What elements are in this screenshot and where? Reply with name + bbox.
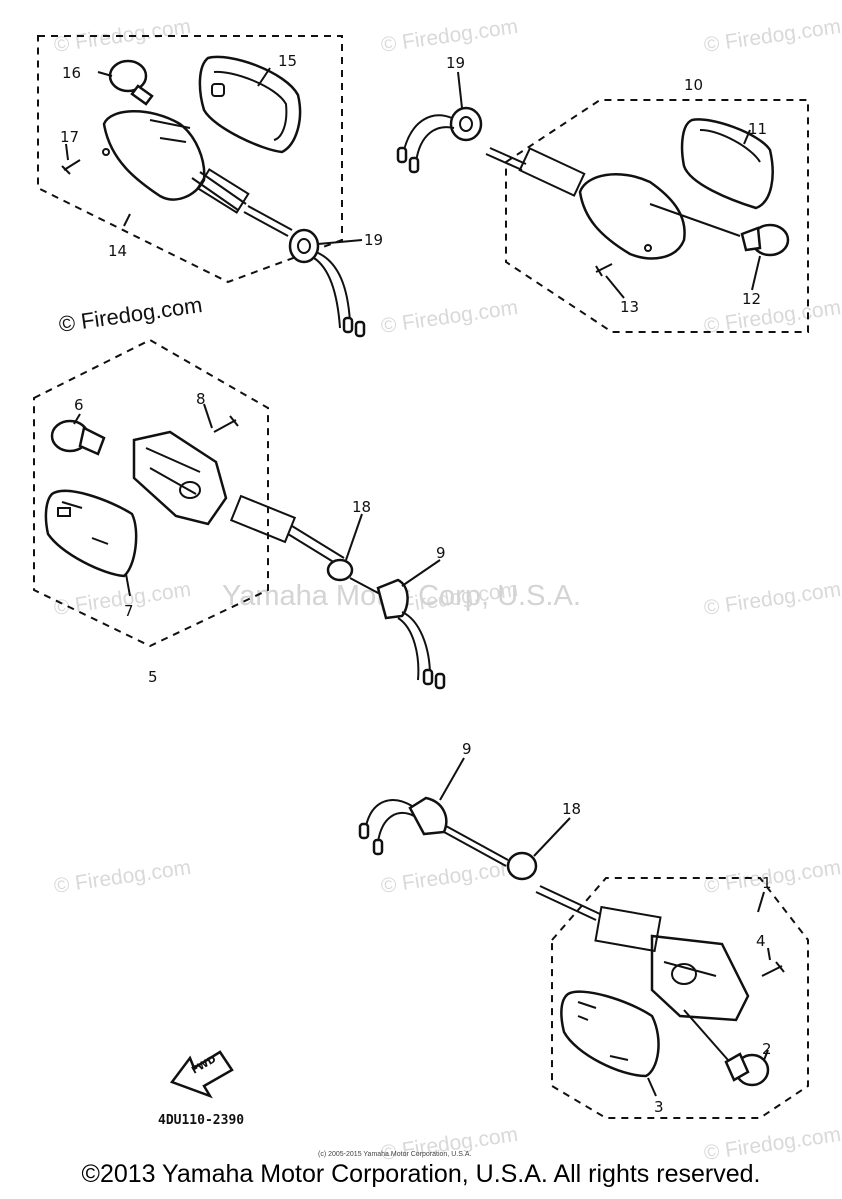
callout-2: 2 xyxy=(762,1040,772,1058)
callout-18: 18 xyxy=(352,498,371,516)
assembly-10-top-right xyxy=(396,71,809,333)
callout-7: 7 xyxy=(124,602,134,620)
callout-9: 9 xyxy=(436,544,446,562)
watermark-text: © Firedog.com xyxy=(379,15,519,57)
watermark-text: © Firedog.com xyxy=(702,1123,842,1165)
callout-9: 9 xyxy=(462,740,472,758)
callout-4: 4 xyxy=(756,932,766,950)
watermark-text: © Firedog.com xyxy=(702,578,842,620)
watermark-text: © Firedog.com xyxy=(702,856,842,898)
copyright-footer: ©2013 Yamaha Motor Corporation, U.S.A. A… xyxy=(81,1160,761,1188)
callout-11: 11 xyxy=(748,120,767,138)
callout-19: 19 xyxy=(364,231,383,249)
callout-6: 6 xyxy=(74,396,84,414)
callout-5: 5 xyxy=(148,668,158,686)
watermark-text: © Firedog.com xyxy=(379,1123,519,1165)
watermark-text: © Firedog.com xyxy=(52,856,192,898)
assembly-5-middle-left xyxy=(33,338,446,690)
assembly-1-bottom-right xyxy=(358,757,809,1119)
callout-numbers: 15 16 17 14 19 19 10 11 12 13 6 8 7 5 18… xyxy=(60,52,772,1116)
callout-17: 17 xyxy=(60,128,79,146)
callout-14: 14 xyxy=(108,242,127,260)
diagram-code: 4DU110-2390 xyxy=(158,1113,244,1128)
watermark-text: © Firedog.com xyxy=(702,15,842,57)
callout-16: 16 xyxy=(62,64,81,82)
callout-19: 19 xyxy=(446,54,465,72)
callout-13: 13 xyxy=(620,298,639,316)
assembly-14-top-left xyxy=(37,35,366,338)
callout-3: 3 xyxy=(654,1098,664,1116)
callout-12: 12 xyxy=(742,290,761,308)
forward-arrow-icon: FWD xyxy=(169,1050,234,1099)
callout-10: 10 xyxy=(684,76,703,94)
callout-1: 1 xyxy=(762,874,772,892)
diagram-watermark-dark: © Firedog.com xyxy=(57,292,204,337)
callout-18: 18 xyxy=(562,800,581,818)
watermark-text: © Firedog.com xyxy=(52,578,192,620)
callout-8: 8 xyxy=(196,390,206,408)
small-copyright: (c) 2005-2015 Yamaha Motor Corporation, … xyxy=(318,1151,471,1158)
watermark-text: © Firedog.com xyxy=(379,296,519,338)
callout-15: 15 xyxy=(278,52,297,70)
